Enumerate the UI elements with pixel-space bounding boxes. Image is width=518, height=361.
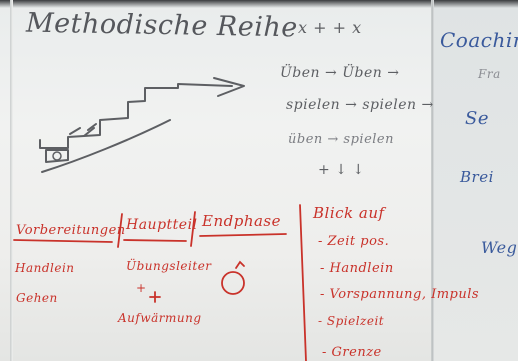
panel-item-1: Se [465,108,489,129]
middle-item-3: Aufwärmung [118,311,202,325]
whistle-circle [221,271,245,295]
staircase-base-line [41,119,171,173]
figure-icon [52,151,62,161]
step-line-2: spielen → spielen → [286,97,434,113]
underline-middle [123,239,187,242]
right-list-title: Blick auf [313,204,385,222]
column-heading-middle: Hauptteil [126,217,198,233]
whistle-mark [235,260,245,269]
left-item-1: Handlein [15,261,75,275]
right-list-item-1: - Zeit pos. [318,234,390,249]
middle-item-1: Übungsleiter [126,259,212,273]
board-top-edge [0,0,518,8]
plus-cross [149,291,161,303]
right-whiteboard-panel [433,0,518,361]
board-left-seam [10,0,13,361]
left-item-2: Gehen [16,291,58,305]
staircase-drawing [39,83,233,149]
right-list-item-3: - Vorspannung, Impuls [320,287,480,302]
panel-subtitle: Fra [478,67,501,81]
step-line-3: üben → spielen [288,132,394,147]
board-title: Methodische Reihe [25,7,299,44]
column-heading-left: Vorbereitungen [16,223,126,238]
panel-title: Coaching [440,28,518,52]
step-arrows: + ↓ ↓ [318,162,365,178]
divider-middle [190,211,196,247]
right-list-item-2: - Handlein [320,261,394,276]
right-list-item-5: - Grenze [322,345,382,360]
middle-item-2: + [136,281,147,295]
underline-right [199,233,287,237]
divider-left [117,213,123,248]
stair-hatching [69,123,97,137]
column-heading-right: Endphase [202,212,281,230]
panel-item-3: Weg [481,238,518,257]
vertical-divider-right [299,204,307,361]
panel-item-2: Brei [460,168,494,186]
underline-left [13,239,113,243]
staircase-figure [45,149,69,163]
board-panel-seam [431,0,434,361]
step-line-1: Üben → Üben → [280,65,400,81]
staircase-arrow [213,77,245,97]
check-marks: x + + x [298,18,362,37]
right-list-item-4: - Spielzeit [318,314,385,328]
